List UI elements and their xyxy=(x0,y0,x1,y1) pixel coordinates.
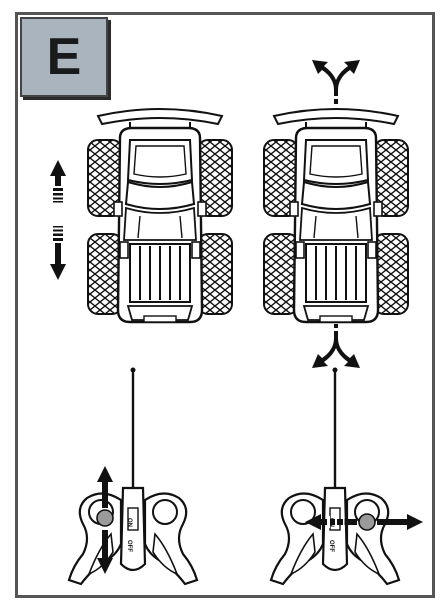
remote-right-off-label: OFF xyxy=(328,540,334,552)
remote-right xyxy=(269,366,423,586)
forward-backward-arrows xyxy=(50,160,66,280)
steer-arrows-rear xyxy=(312,60,360,104)
remote-left xyxy=(67,366,199,586)
remote-right-on-label: ON xyxy=(328,518,334,527)
step-label-box: E xyxy=(20,17,108,97)
truck-right xyxy=(262,107,410,324)
steer-arrows-front xyxy=(312,324,360,368)
remote-left-on-label: ON xyxy=(126,518,132,527)
remote-left-off-label: OFF xyxy=(126,540,132,552)
truck-left xyxy=(86,107,234,324)
step-letter: E xyxy=(46,28,82,86)
